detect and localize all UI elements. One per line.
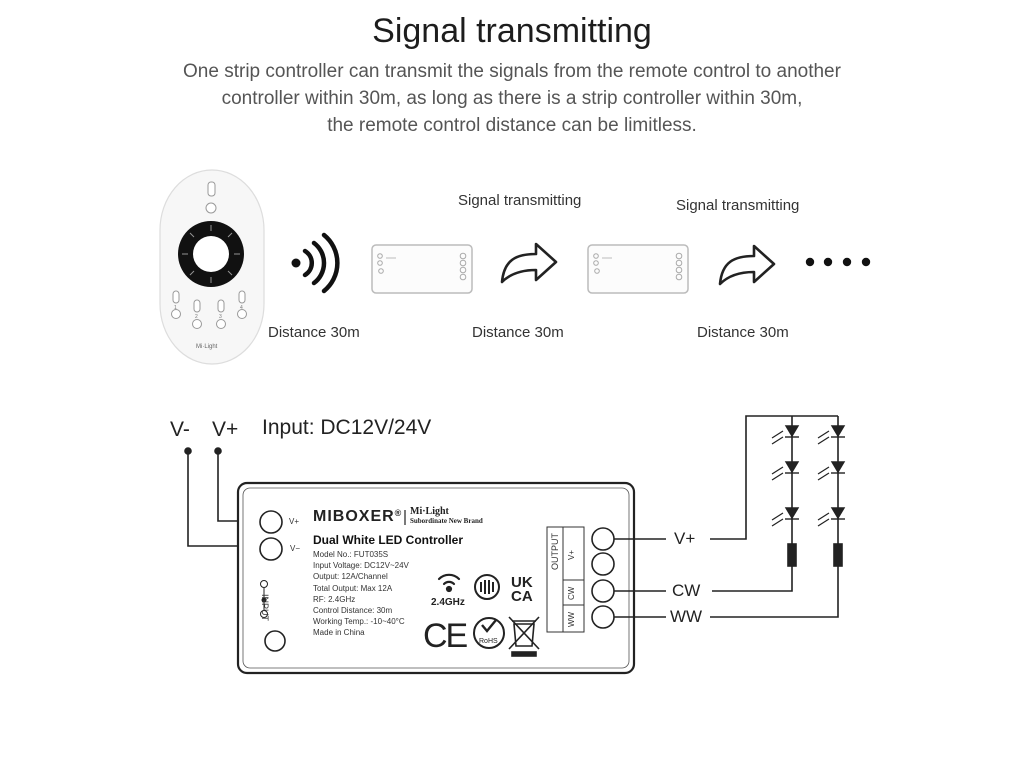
strip-controller-2 [587,244,689,294]
brand-logo: MIBOXER® [313,508,402,526]
wireless-signal-icon [291,232,340,294]
spec-line: RF: 2.4GHz [313,594,356,604]
signal-transmitting-label: Signal transmitting [676,197,800,214]
brand-name: MIBOXER [313,508,395,525]
ce-mark: CE [423,617,468,655]
spec-line: Control Distance: 30m [313,606,393,616]
spec-line: Input Voltage: DC12V~24V [313,561,409,571]
input-terminal-minus-label: V− [290,544,301,553]
remote-zone-number: 3 [219,314,222,320]
controller-body [236,481,636,675]
output-cw-label: CW [672,581,701,600]
bluetooth-certification-icon [474,574,500,600]
ukca-mark: UK CA [511,574,533,605]
led-diode-icon [784,425,846,520]
spec-line: Total Output: Max 12A [313,583,393,593]
terminal-plus-label: V+ [212,418,239,441]
rf-2-4ghz-icon [437,573,461,593]
description-line: controller within 30m, as long as there … [221,88,803,109]
remote-brand: Mi·Light [196,344,218,350]
sub-brand: Mi·Light [410,506,449,517]
distance-label: Distance 30m [472,324,564,341]
output-side-label: OUTPUT [550,533,560,570]
input-voltage-label: Input: DC12V/24V [262,416,432,439]
input-wires [184,447,259,547]
ellipsis-icon [805,257,871,267]
spec-list: Model No.: FUT035S Input Voltage: DC12V~… [313,549,409,639]
input-side-label: INPUT [260,594,270,621]
output-v-plus-label: V+ [674,529,696,548]
registered-mark: ® [394,508,403,518]
remote-zone-number: 2 [195,314,198,320]
description: One strip controller can transmit the si… [100,58,924,139]
description-line: the remote control distance can be limit… [327,115,697,136]
product-title: Dual White LED Controller [313,533,463,547]
rf-label: 2.4GHz [431,597,465,608]
distance-label: Distance 30m [268,324,360,341]
remote-zone-number: 4 [240,305,243,311]
led-strip [787,416,843,567]
output-ww-label: WW [670,607,703,626]
input-terminal-plus-label: V+ [289,517,300,526]
remote-zone-number: 1 [174,305,177,311]
spec-line: Made in China [313,628,365,638]
spec-line: Model No.: FUT035S [313,550,389,559]
output-terminal-label: WW [567,611,576,627]
weee-bin-icon [508,616,540,657]
arrow-right-icon [718,244,776,286]
terminal-minus-label: V- [170,418,190,441]
description-line: One strip controller can transmit the si… [183,61,841,82]
strip-controller-1 [371,244,473,294]
remote-control [159,169,265,365]
rohs-icon [473,617,505,649]
page-title: Signal transmitting [372,12,652,50]
arrow-right-icon [500,242,558,284]
signal-transmitting-label: Signal transmitting [458,192,582,209]
rohs-label: RoHS [479,638,498,645]
spec-line: Working Temp.: -10~40°C [313,617,405,627]
distance-label: Distance 30m [697,324,789,341]
sub-brand-tagline: Subordinate New Brand [410,517,483,525]
light-emission-icon [771,430,830,527]
output-terminal-label: CW [567,586,576,600]
output-terminal-label: V+ [567,549,576,560]
spec-line: Output: 12A/Channel [313,572,388,582]
output-wires [614,415,839,618]
